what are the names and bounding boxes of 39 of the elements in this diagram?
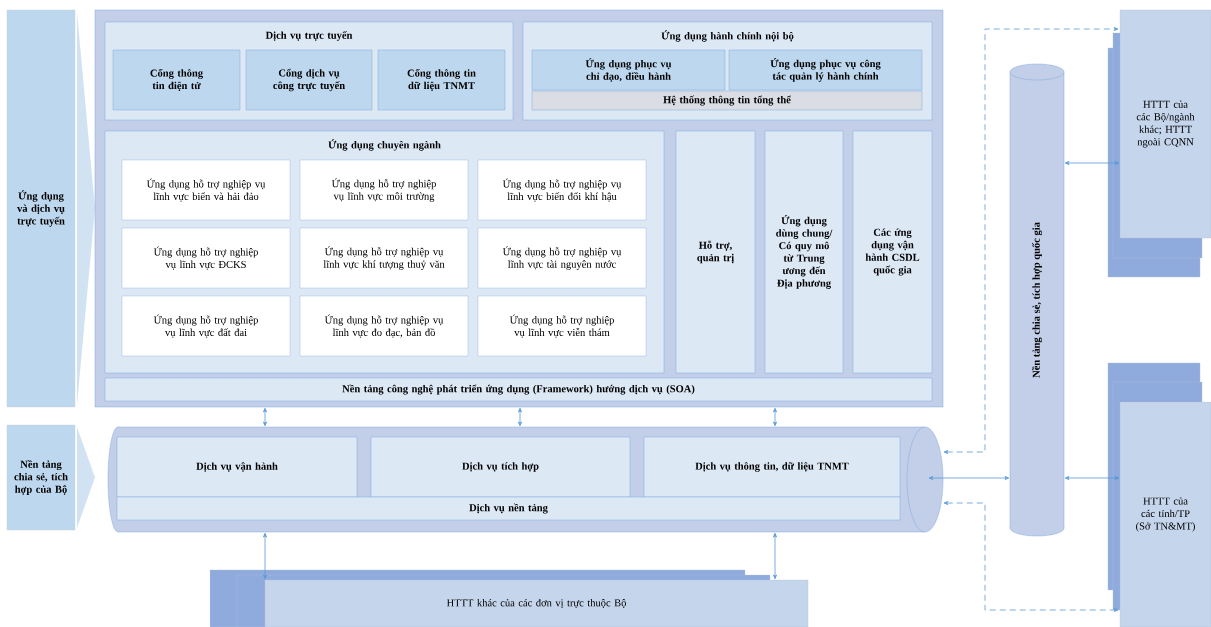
- connector-arrow: [773, 532, 777, 580]
- connector-arrow: [1064, 476, 1120, 480]
- service-box: Dịch vụ thông tin, dữ liệu TNMT: [643, 436, 901, 498]
- side-label-band: Ứng dụng và dịch vụ trực tuyến: [6, 9, 95, 408]
- module-box: Ứng dụng hỗ trợ nghiệp vụ lĩnh vực viễn thám: [477, 295, 647, 357]
- module-box: Ứng dụng dùng chung/ Có quy mô từ Trung ương đến Địa phương: [764, 130, 844, 374]
- connector-arrow: [943, 501, 1119, 612]
- connector-arrow: [518, 407, 522, 427]
- service-box: Dịch vụ tích hợp: [370, 436, 631, 498]
- module-box: Ứng dụng hỗ trợ nghiệp vụ lĩnh vực đo đạc, bản đồ: [299, 295, 469, 357]
- module-box: Các ứng dụng vận hành CSDL quốc gia: [852, 130, 933, 374]
- module-box: Ứng dụng phục vụ công tác quản lý hành chính: [728, 49, 923, 91]
- module-box: Ứng dụng phục vụ chỉ đạo, điều hành: [531, 49, 726, 91]
- module-box: Cổng thông tin điện tử: [112, 49, 241, 111]
- service-box: Dịch vụ nền tảng: [116, 496, 901, 521]
- platform-cylinder: Nền tảng chia sẻ, tích hợp quốc gia: [1009, 63, 1065, 537]
- connector-arrow: [773, 407, 777, 427]
- connector-arrow: [1064, 161, 1120, 165]
- module-box: Ứng dụng hỗ trợ nghiệp vụ lĩnh vực khí tượng thuỷ văn: [299, 227, 469, 289]
- system-stack: HTTT của các Bộ/ngành khác; HTTT ngoài CQNN: [1107, 9, 1211, 278]
- connector-arrow: [943, 27, 1119, 454]
- system-stack: HTTT khác của các đơn vị trực thuộc Bộ: [209, 569, 809, 627]
- module-box: Ứng dụng hỗ trợ nghiệp vụ lĩnh vực ĐCKS: [121, 227, 291, 289]
- side-label-band: Nền tảng chia sẻ, tích hợp của Bộ: [6, 424, 95, 531]
- service-box: Dịch vụ vận hành: [116, 436, 358, 498]
- connector-arrow: [928, 476, 1010, 480]
- module-box: Ứng dụng hỗ trợ nghiệp vụ lĩnh vực tài nguyên nước: [477, 227, 647, 289]
- system-stack: HTTT của các tỉnh/TP (Sở TN&MT): [1107, 362, 1211, 627]
- connector-arrow: [263, 407, 267, 427]
- module-box: Ứng dụng hỗ trợ nghiệp vụ lĩnh vực môi trường: [299, 159, 469, 221]
- connector-arrow: [263, 532, 267, 580]
- platform-bar: Nền tảng công nghệ phát triển ứng dụng (Framework) hướng dịch vụ (SOA): [104, 377, 933, 402]
- module-box: Hệ thống thông tin tổng thể: [531, 90, 923, 111]
- module-box: Hỗ trợ, quản trị: [675, 130, 756, 374]
- module-box: Ứng dụng hỗ trợ nghiệp vụ lĩnh vực biến đổi khí hậu: [477, 159, 647, 221]
- module-box: Ứng dụng hỗ trợ nghiệp vụ lĩnh vực biển và hải đảo: [121, 159, 291, 221]
- module-box: Ứng dụng hỗ trợ nghiệp vụ lĩnh vực đất đai: [121, 295, 291, 357]
- module-box: Cổng dịch vụ công trực tuyến: [245, 49, 373, 111]
- module-box: Cổng thông tin dữ liệu TNMT: [377, 49, 506, 111]
